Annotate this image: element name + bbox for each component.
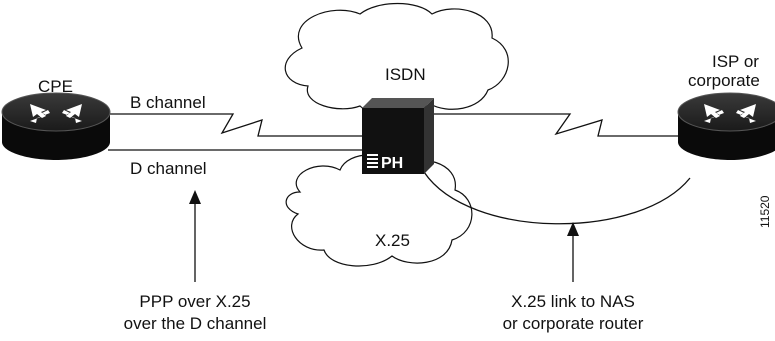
x25-cloud-label: X.25 — [375, 231, 410, 250]
left-callout-arrow — [189, 190, 201, 282]
left-callout-line2: over the D channel — [124, 314, 267, 333]
left-callout-line1: PPP over X.25 — [139, 292, 250, 311]
isdn-link-to-isp — [432, 113, 678, 137]
x25-link-to-nas — [423, 171, 691, 225]
right-callout-arrow — [567, 222, 579, 282]
cpe-router-icon — [1, 92, 111, 160]
isdn-cloud-label: ISDN — [385, 65, 426, 84]
right-callout-line2: or corporate router — [503, 314, 644, 333]
isdn-cloud — [284, 2, 509, 116]
right-callout-line1: X.25 link to NAS — [511, 292, 635, 311]
ph-label: PH — [381, 155, 403, 172]
x25-cloud — [285, 154, 473, 267]
b-channel-link — [108, 113, 362, 137]
figure-id: 11520 — [758, 195, 772, 228]
cpe-label: CPE — [38, 77, 73, 96]
packet-handler-icon — [362, 98, 434, 174]
b-channel-label: B channel — [130, 93, 206, 112]
isp-router-icon — [677, 92, 775, 160]
isp-label-line1: ISP or — [712, 52, 759, 71]
isp-label-line2: corporate — [688, 71, 760, 90]
d-channel-label: D channel — [130, 159, 207, 178]
